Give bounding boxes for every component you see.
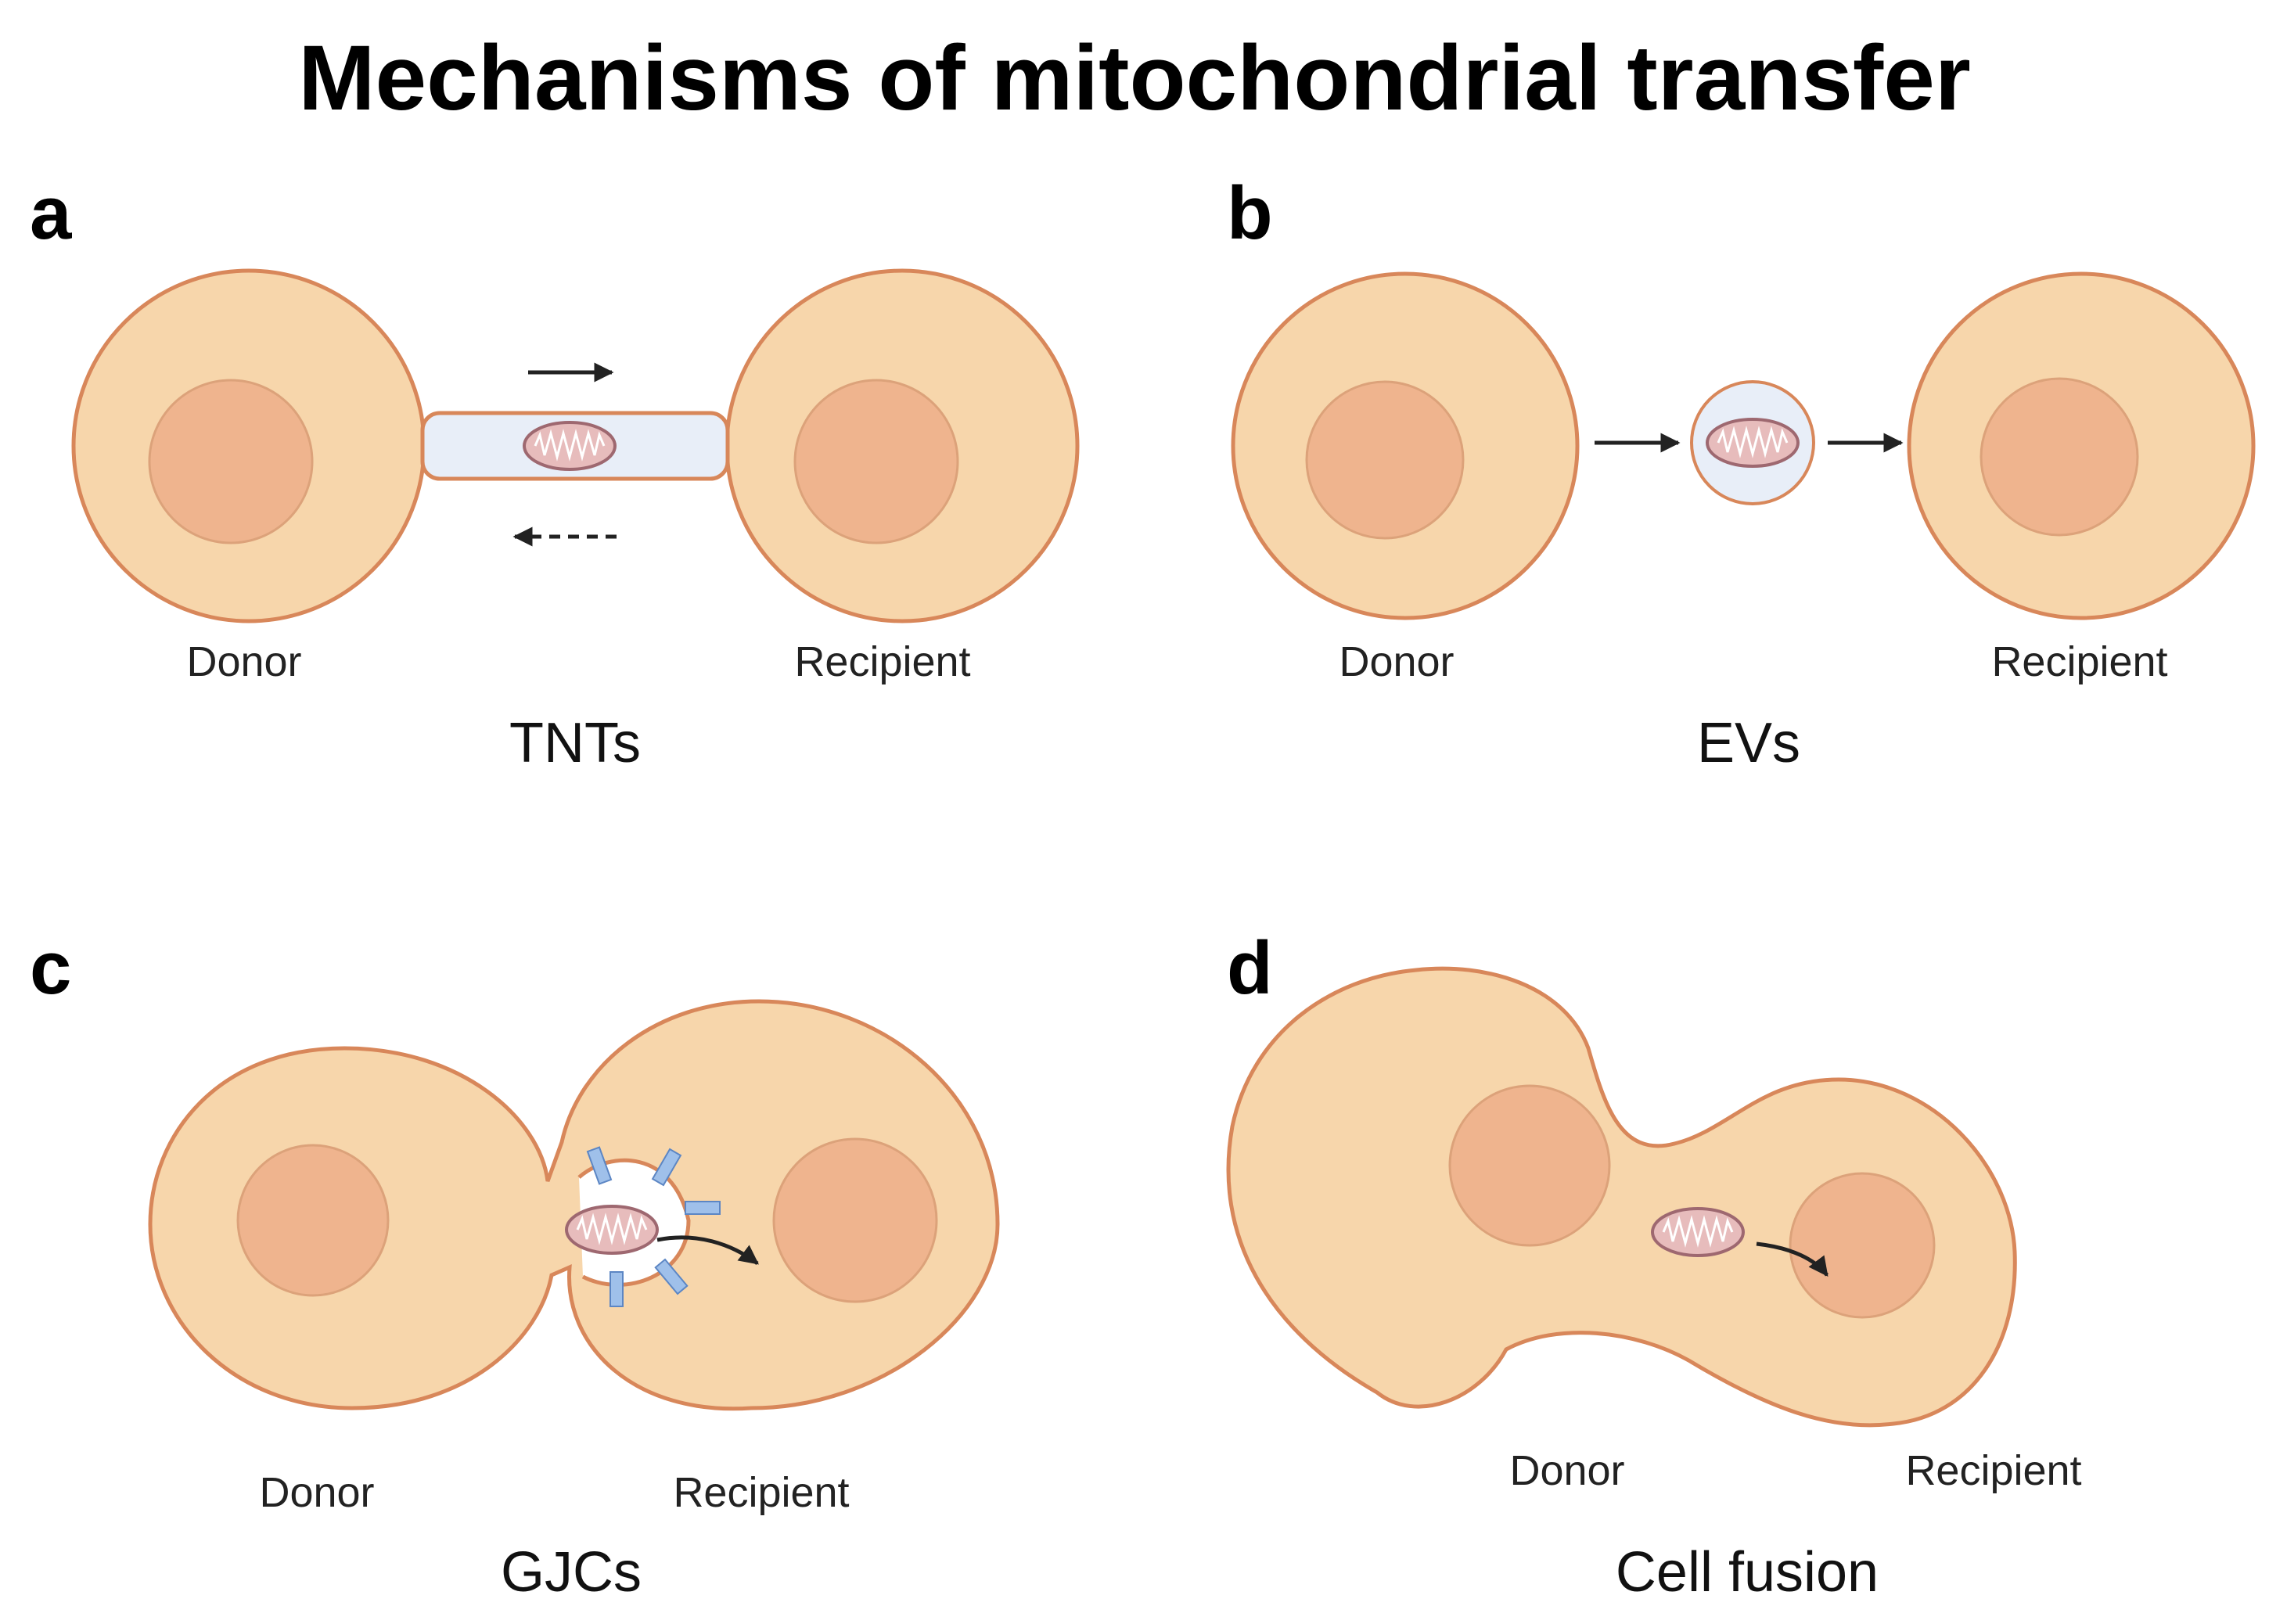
panel-d-recipient-nucleus: [1789, 1172, 1936, 1319]
panel-c-mitochondrion: [565, 1205, 659, 1255]
panel-c-fused-cell-body: [148, 999, 1000, 1411]
panel-c: c Donor Recipient GJCs: [30, 926, 1000, 1604]
panel-a-mitochondrion: [523, 421, 617, 471]
panel-d: d Donor Recipient Cell fusion: [1226, 926, 2082, 1604]
panel-b-donor-nucleus: [1305, 380, 1465, 540]
panel-d-fused-cell: [1226, 966, 2017, 1428]
panel-b: b Donor Recipient EVs: [1227, 171, 2256, 774]
panel-c-donor-label: Donor: [259, 1469, 374, 1516]
panel-d-mechanism-label: Cell fusion: [1616, 1541, 1879, 1604]
panel-d-letter: d: [1227, 926, 1273, 1010]
panel-d-mitochondrion: [1651, 1207, 1745, 1257]
diagram-title: Mechanisms of mitochondrial transfer: [298, 27, 1971, 130]
panel-b-donor-label: Donor: [1339, 638, 1454, 685]
panel-b-mechanism-label: EVs: [1697, 712, 1800, 774]
panel-d-donor-nucleus: [1448, 1084, 1611, 1247]
panel-c-recipient-nucleus: [772, 1137, 938, 1303]
panel-a-donor-label: Donor: [186, 638, 301, 685]
panel-c-recipient-label: Recipient: [673, 1469, 849, 1516]
panel-b-letter: b: [1227, 171, 1273, 255]
panel-c-gap-junction-channels: [586, 1146, 721, 1307]
panel-d-recipient-label: Recipient: [1905, 1447, 2081, 1494]
panel-a-letter: a: [30, 171, 72, 255]
panel-c-mechanism-label: GJCs: [501, 1541, 642, 1604]
panel-c-letter: c: [30, 926, 71, 1010]
panel-c-donor-nucleus: [236, 1144, 390, 1297]
panel-a-mechanism-label: TNTs: [509, 712, 641, 774]
panel-a: a Donor Recipient TNTs: [30, 171, 1080, 774]
panel-a-recipient-nucleus: [793, 379, 959, 544]
panel-b-recipient-nucleus: [1980, 377, 2139, 537]
panel-a-recipient-label: Recipient: [794, 638, 970, 685]
panel-d-transfer-arrow: [1756, 1241, 1829, 1277]
panel-a-donor-nucleus: [148, 379, 314, 544]
panel-b-recipient-label: Recipient: [1991, 638, 2167, 685]
panel-c-transfer-arrow: [656, 1235, 759, 1265]
panel-d-donor-label: Donor: [1509, 1447, 1624, 1494]
panel-b-mitochondrion: [1706, 418, 1800, 468]
